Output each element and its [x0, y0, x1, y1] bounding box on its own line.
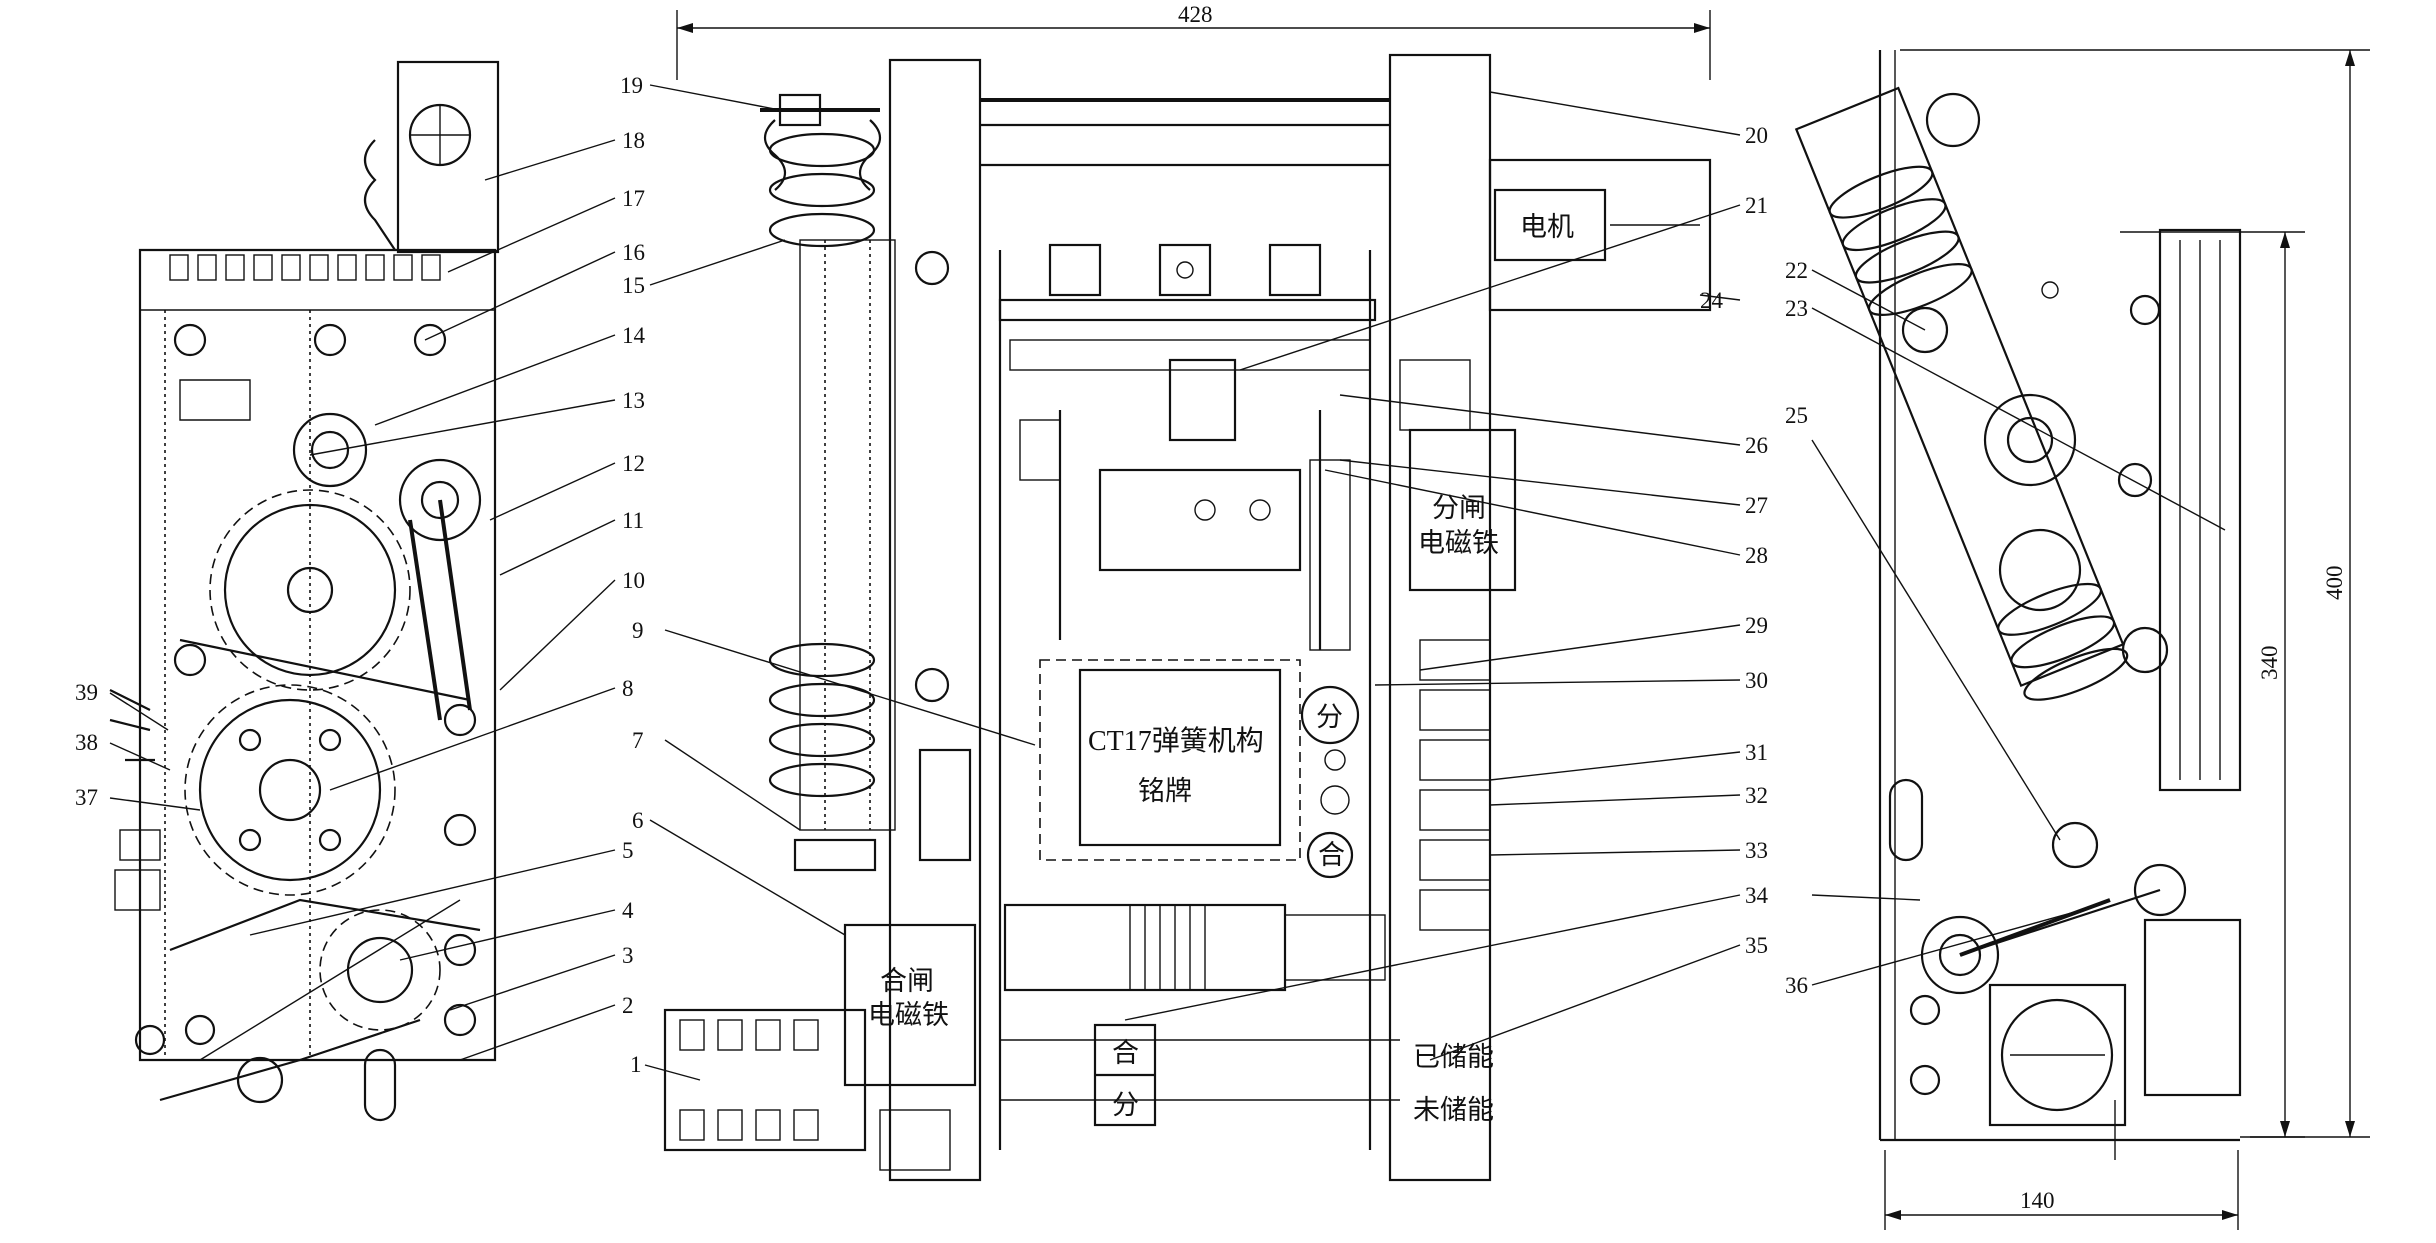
callout-8: 8	[622, 676, 634, 701]
callout-39: 39	[75, 680, 98, 705]
nameplate-label-line1: CT17弹簧机构	[1088, 725, 1264, 757]
dim-height-outer: 400	[2322, 566, 2347, 601]
trip-button-label: 分	[1316, 702, 1343, 733]
spring-discharged-label: 未储能	[1413, 1095, 1494, 1126]
close-button-label: 合	[1318, 840, 1345, 871]
callout-5: 5	[622, 838, 634, 863]
spring-charged-label: 已储能	[1413, 1042, 1494, 1073]
callout-7: 7	[632, 728, 644, 753]
callout-17: 17	[622, 186, 645, 211]
callout-12: 12	[622, 451, 645, 476]
close-magnet-label-line1: 合闸	[880, 966, 934, 997]
callout-1: 1	[630, 1052, 642, 1077]
callout-numbers: 18 17 16 14 13 12 11 10 8 5 4 3 2 1 39 3…	[75, 73, 1808, 1077]
center-view	[663, 10, 1712, 1182]
motor-label: 电机	[1520, 212, 1574, 243]
callout-29: 29	[1745, 613, 1768, 638]
callout-33: 33	[1745, 838, 1768, 863]
callout-38: 38	[75, 730, 98, 755]
callout-6: 6	[632, 808, 644, 833]
callout-24: 24	[1700, 288, 1724, 313]
callout-10: 10	[622, 568, 645, 593]
close-magnet-label-line2: 电磁铁	[868, 1000, 949, 1031]
callout-4: 4	[622, 898, 634, 923]
callout-28: 28	[1745, 543, 1768, 568]
callout-2: 2	[622, 993, 634, 1018]
callout-19: 19	[620, 73, 643, 98]
dimension-labels: 428 140 340 400	[1178, 2, 2347, 1213]
callout-11: 11	[622, 508, 644, 533]
callout-35: 35	[1745, 933, 1768, 958]
leader-lines	[109, 84, 2226, 1081]
callout-13: 13	[622, 388, 645, 413]
callout-32: 32	[1745, 783, 1768, 808]
callout-25: 25	[1785, 403, 1808, 428]
callout-22: 22	[1785, 258, 1808, 283]
callout-26: 26	[1745, 433, 1768, 458]
callout-23: 23	[1785, 296, 1808, 321]
callout-20: 20	[1745, 123, 1768, 148]
component-labels: 电机 分闸 电磁铁 合闸 电磁铁 CT17弹簧机构 铭牌 分 合 合 分 已储能…	[868, 212, 1574, 1126]
callout-15: 15	[622, 273, 645, 298]
nameplate-label-line2: 铭牌	[1138, 776, 1192, 807]
callout-30: 30	[1745, 668, 1768, 693]
callout-21: 21	[1745, 193, 1768, 218]
dim-width-side: 140	[2020, 1188, 2055, 1213]
open-indicator-label: 分	[1112, 1090, 1139, 1121]
callout-31: 31	[1745, 740, 1768, 765]
left-view	[109, 60, 500, 1122]
dim-width-top: 428	[1178, 2, 1213, 27]
callout-3: 3	[622, 943, 634, 968]
callout-34: 34	[1745, 883, 1769, 908]
callout-14: 14	[622, 323, 646, 348]
callout-37: 37	[75, 785, 98, 810]
trip-magnet-label-line1: 分闸	[1432, 493, 1486, 524]
callout-16: 16	[622, 240, 645, 265]
right-view	[1794, 49, 2370, 1230]
callout-36: 36	[1785, 973, 1808, 998]
callout-27: 27	[1745, 493, 1768, 518]
callout-18: 18	[622, 128, 645, 153]
closed-indicator-label: 合	[1112, 1038, 1139, 1069]
trip-magnet-label-line2: 电磁铁	[1418, 528, 1499, 559]
callout-9: 9	[632, 618, 644, 643]
dim-height-inner: 340	[2257, 646, 2282, 681]
